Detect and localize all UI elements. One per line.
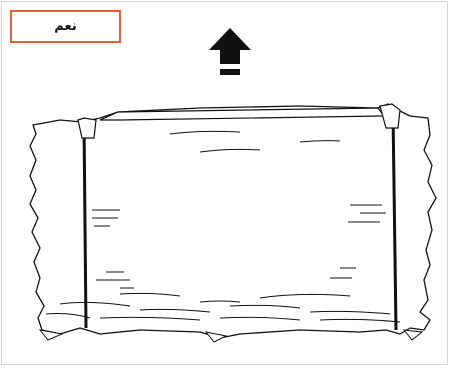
up-arrow-icon	[207, 26, 253, 78]
answer-label: نعم	[10, 10, 121, 43]
wrapped-package	[0, 95, 451, 345]
strap-left	[84, 122, 86, 328]
